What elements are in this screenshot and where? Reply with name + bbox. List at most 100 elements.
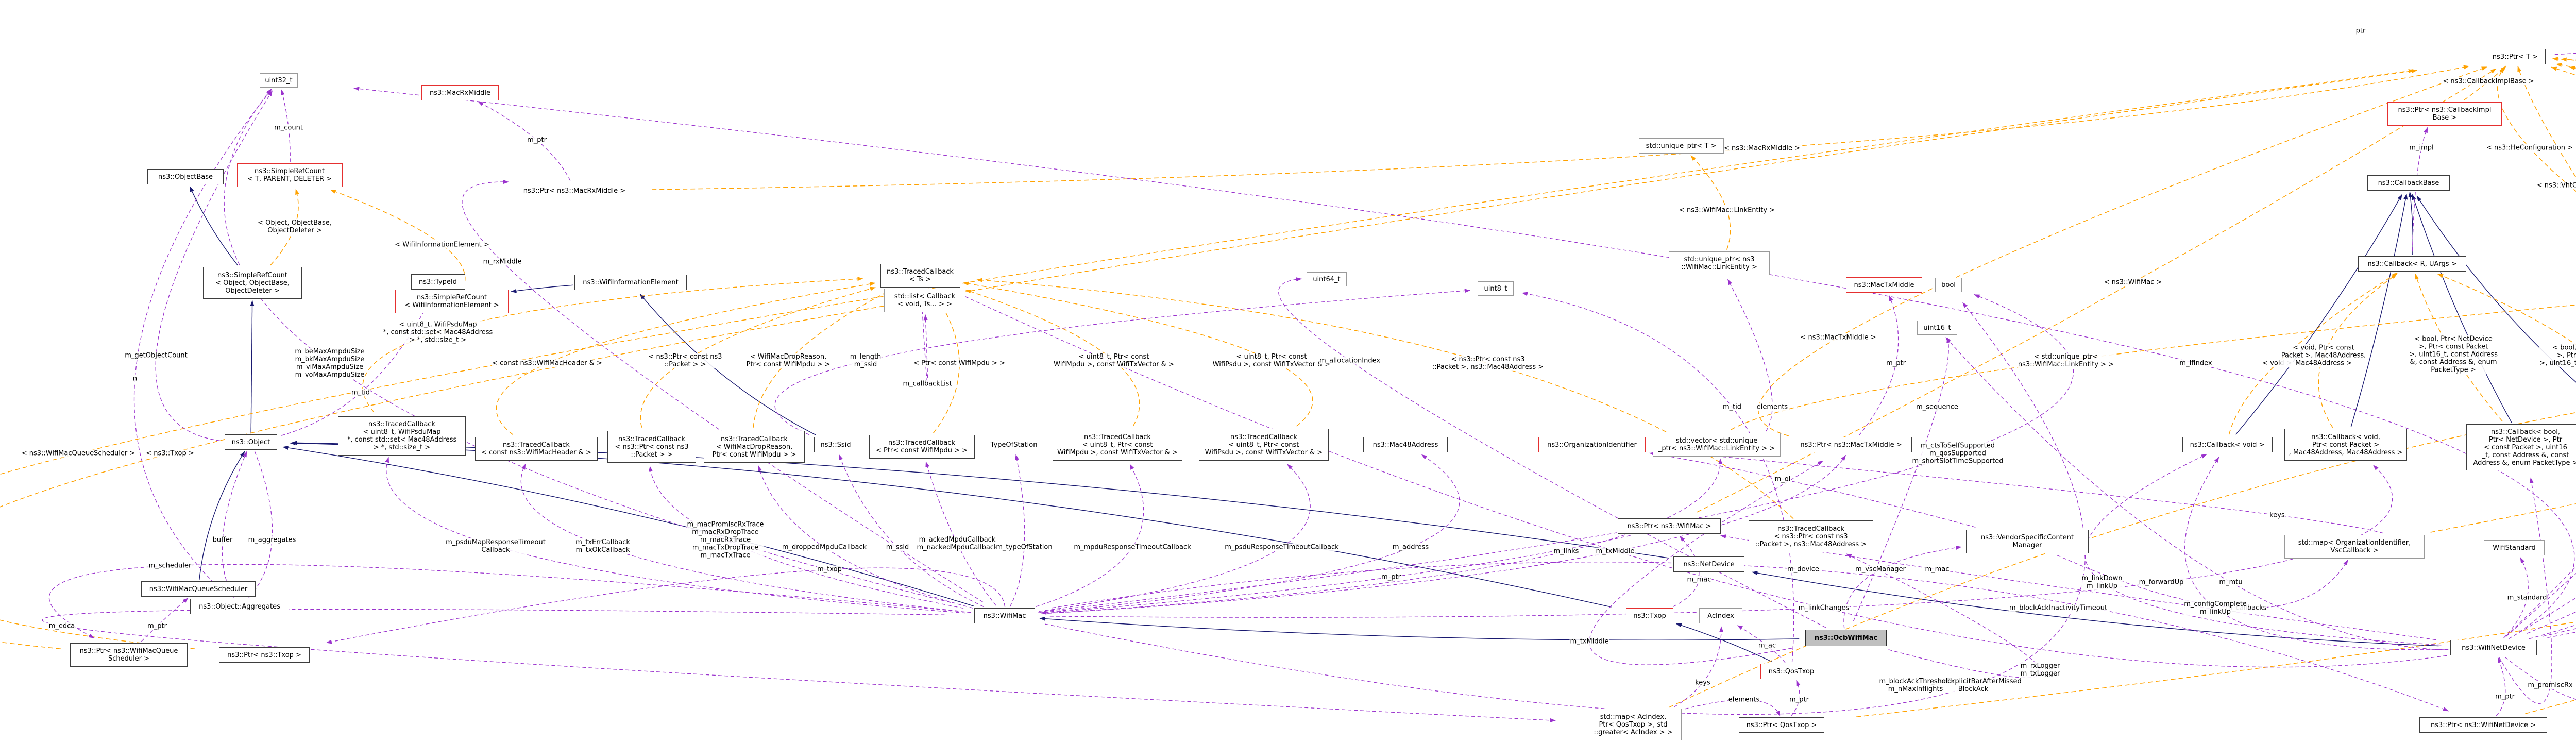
edge-label-tl_cbimpl: < ns3::CallbackImplBase > (2442, 77, 2535, 86)
edge-label-ml_ptrwnd: m_ptr (2495, 693, 2515, 701)
edge-label-tl_bool7: < bool, Ptr< NetDevice >, Ptr< const Pac… (2409, 335, 2498, 374)
callbackbase-node[interactable]: ns3::CallbackBase (2367, 175, 2450, 191)
edge-label-ml_keysmap: keys (2269, 511, 2285, 519)
qostxop-node[interactable]: ns3::QosTxop (1760, 664, 1822, 679)
edge-label-ml_edca: m_edca (48, 622, 76, 630)
object-node[interactable]: ns3::Object (225, 434, 277, 450)
cb_bool7-node[interactable]: ns3::Callback< bool, Ptr< NetDevice >, P… (2466, 424, 2576, 470)
ptr_wmqs-node[interactable]: ns3::Ptr< ns3::WifiMacQueue Scheduler > (70, 643, 188, 667)
ptr_macrxmiddle-node[interactable]: ns3::Ptr< ns3::MacRxMiddle > (513, 183, 636, 198)
inheritance-edge-cb_void4-callbackbase (2350, 193, 2408, 427)
ptr_t-node[interactable]: ns3::Ptr< T > (2485, 49, 2546, 64)
edge-label-ml_device: m_device (1787, 565, 1820, 574)
tc_pktmac-node[interactable]: ns3::TracedCallback < ns3::Ptr< const ns… (1749, 520, 1873, 552)
src_wie-node[interactable]: ns3::SimpleRefCount < WifiInformationEle… (395, 290, 509, 313)
acindex-node[interactable]: AcIndex (1699, 608, 1742, 623)
list_cb-node[interactable]: std::list< Callback < void, Ts... > > (884, 289, 965, 312)
edge-label-ml_promisc: m_promiscRx (2527, 681, 2573, 689)
edge-label-ml_mactxop: m_mac (1686, 576, 1712, 584)
member-edge-wifinetdevice-cb_void (2184, 457, 2449, 650)
ptr_qostxop-node[interactable]: ns3::Ptr< QosTxop > (1739, 717, 1824, 733)
edge-label-ml_links: m_links (1553, 547, 1580, 555)
txop-node[interactable]: ns3::Txop (1626, 608, 1673, 623)
tc_psdumap-node[interactable]: ns3::TracedCallback < uint8_t, WifiPsduM… (338, 416, 466, 456)
edge-label-tl_he: < ns3::HeConfiguration > (2485, 144, 2574, 152)
member-edge-ocbwifimac-uint16_t (1853, 337, 1951, 621)
ptr_wnd-node[interactable]: ns3::Ptr< ns3::WifiNetDevice > (2419, 717, 2547, 733)
unique_ptr_t-node[interactable]: std::unique_ptr< T > (1638, 138, 1724, 154)
map_actxop-node[interactable]: std::map< AcIndex, Ptr< QosTxop >, std :… (1585, 709, 1682, 740)
typeofstation-node[interactable]: TypeOfStation (984, 437, 1044, 452)
inheritance-edge-cb_bool5-callbackbase (2416, 195, 2576, 383)
wifiinfoelem-node[interactable]: ns3::WifiInformationElement (574, 275, 687, 290)
uint64_t-node[interactable]: uint64_t (1307, 272, 1347, 286)
member-edge-aggregates-object (222, 451, 247, 598)
typeid-node[interactable]: ns3::TypeId (411, 274, 465, 290)
src_tpd-node[interactable]: ns3::SimpleRefCount < T, PARENT, DELETER… (236, 163, 343, 187)
uint16_t-node[interactable]: uint16_t (1917, 321, 1957, 335)
member-edge-wifimac-tc_mpdu (925, 461, 996, 606)
tc_mpdutx-node[interactable]: ns3::TracedCallback < uint8_t, Ptr< cons… (1053, 429, 1182, 461)
edge-label-tl_mactx: < ns3::MacTxMiddle > (1800, 333, 1877, 342)
wifinetdevice-node[interactable]: ns3::WifiNetDevice (2450, 640, 2537, 655)
edge-label-tl_wifimac: < ns3::WifiMac > (2103, 278, 2163, 286)
ptr_txop-node[interactable]: ns3::Ptr< ns3::Txop > (219, 647, 310, 663)
ptr_mactxmiddle-node[interactable]: ns3::Ptr< ns3::MacTxMiddle > (1790, 437, 1912, 452)
uint32_t-node[interactable]: uint32_t (260, 73, 298, 88)
edge-label-ml_ptr1: m_ptr (527, 136, 547, 144)
src_obj-node[interactable]: ns3::SimpleRefCount < Object, ObjectBase… (203, 267, 302, 299)
tc_psdutx-node[interactable]: ns3::TracedCallback < uint8_t, Ptr< cons… (1199, 429, 1329, 461)
member-edge-wifimac-ssid (838, 454, 984, 607)
ptr_wifimac-node[interactable]: ns3::Ptr< ns3::WifiMac > (1618, 518, 1721, 534)
netdevice-node[interactable]: ns3::NetDevice (1673, 556, 1744, 572)
ssid-node[interactable]: ns3::Ssid (814, 437, 857, 452)
ocbwifimac-node[interactable]: ns3::OcbWifiMac (1805, 630, 1887, 646)
edge-label-ml_ifindex: m_ifIndex (2179, 359, 2213, 367)
vsc-node[interactable]: ns3::VendorSpecificContent Manager (1966, 530, 2089, 553)
edge-label-ml_typeof: m_typeOfStation (995, 543, 1053, 551)
edge-label-tl_psdutx: < uint8_t, Ptr< const WifiPsdu >, const … (1212, 353, 1331, 368)
macrxmiddle-node[interactable]: ns3::MacRxMiddle (421, 85, 499, 100)
edge-label-tl_pktmac: < ns3::Ptr< const ns3 ::Packet >, ns3::M… (1431, 356, 1545, 371)
member-edge-wifinetdevice-cb_void (2084, 453, 2442, 646)
edge-label-ml_mactraces: m_macPromiscRxTrace m_macRxDropTrace m_m… (686, 520, 765, 560)
edge-label-tl_wie: < WifiInformationElement > (394, 241, 490, 249)
unique_ptr_le-node[interactable]: std::unique_ptr< ns3 ::WifiMac::LinkEnti… (1669, 251, 1770, 275)
aggregates-node[interactable]: ns3::Object::Aggregates (190, 599, 289, 614)
tc_machdr-node[interactable]: ns3::TracedCallback < const ns3::WifiMac… (475, 437, 598, 461)
edge-label-ml_ptrwmqs: m_ptr (147, 622, 167, 630)
cb_void4-node[interactable]: ns3::Callback< void, Ptr< const Packet >… (2284, 429, 2407, 461)
orgid-node[interactable]: ns3::OrganizationIdentifier (1538, 437, 1646, 452)
vec_le-node[interactable]: std::vector< std::unique _ptr< ns3::Wifi… (1653, 433, 1781, 457)
edge-label-tl_le: < ns3::WifiMac::LinkEntity > (1678, 206, 1776, 214)
cb_ru-node[interactable]: ns3::Callback< R, UArgs > (2358, 256, 2466, 272)
edge-label-tl_bool5: < bool, Ptr< NetDevice >, Ptr< const Pac… (2539, 344, 2576, 367)
wifistandard-node[interactable]: WifiStandard (2484, 540, 2545, 555)
mac48-node[interactable]: ns3::Mac48Address (1363, 437, 1448, 452)
uint8_t-node[interactable]: uint8_t (1478, 281, 1514, 296)
tc_drop-node[interactable]: ns3::TracedCallback < WifiMacDropReason,… (704, 431, 805, 463)
edge-label-ml_psdumap: m_psduMapResponseTimeout Callback (445, 538, 546, 554)
edge-label-ml_psdurt: m_psduResponseTimeoutCallback (1224, 543, 1340, 551)
wmqs-node[interactable]: ns3::WifiMacQueueScheduler (141, 581, 256, 597)
member-edge-wifimac-tc_packet (649, 466, 964, 609)
tc_mpdu-node[interactable]: ns3::TracedCallback < Ptr< const WifiMpd… (869, 435, 975, 459)
edge-label-ml_tid: m_tid (350, 389, 371, 397)
objectbase-node[interactable]: ns3::ObjectBase (147, 169, 224, 184)
mactxmiddle-node[interactable]: ns3::MacTxMiddle (1846, 277, 1922, 293)
member-edge-wifimac-typeofstation (1009, 454, 1025, 607)
tc_ts-node[interactable]: ns3::TracedCallback < Ts > (880, 264, 960, 288)
edge-label-ml_cblist: m_callbackList (902, 380, 953, 388)
ptr_cbimpl-node[interactable]: ns3::Ptr< ns3::CallbackImpl Base > (2387, 102, 2502, 126)
wifimac-node[interactable]: ns3::WifiMac (974, 608, 1035, 623)
map_orgvsc-node[interactable]: std::map< OrganizationIdentifier, VscCal… (2284, 535, 2425, 559)
template-edge-cb_bool7-cb_ru (2415, 273, 2503, 422)
bool-node[interactable]: bool (1935, 278, 1962, 292)
edge-label-ml_ssid: m_ssid (885, 543, 910, 551)
edge-label-ml_standard: m_standard (2506, 594, 2548, 602)
edge-label-ml_scheduler: m_scheduler (148, 562, 192, 570)
inheritance-edge-object-src_obj (250, 300, 255, 433)
edge-label-ml_count: m_count (274, 124, 303, 132)
cb_void-node[interactable]: ns3::Callback< void > (2182, 437, 2273, 452)
tc_packet-node[interactable]: ns3::TracedCallback < ns3::Ptr< const ns… (607, 431, 696, 463)
